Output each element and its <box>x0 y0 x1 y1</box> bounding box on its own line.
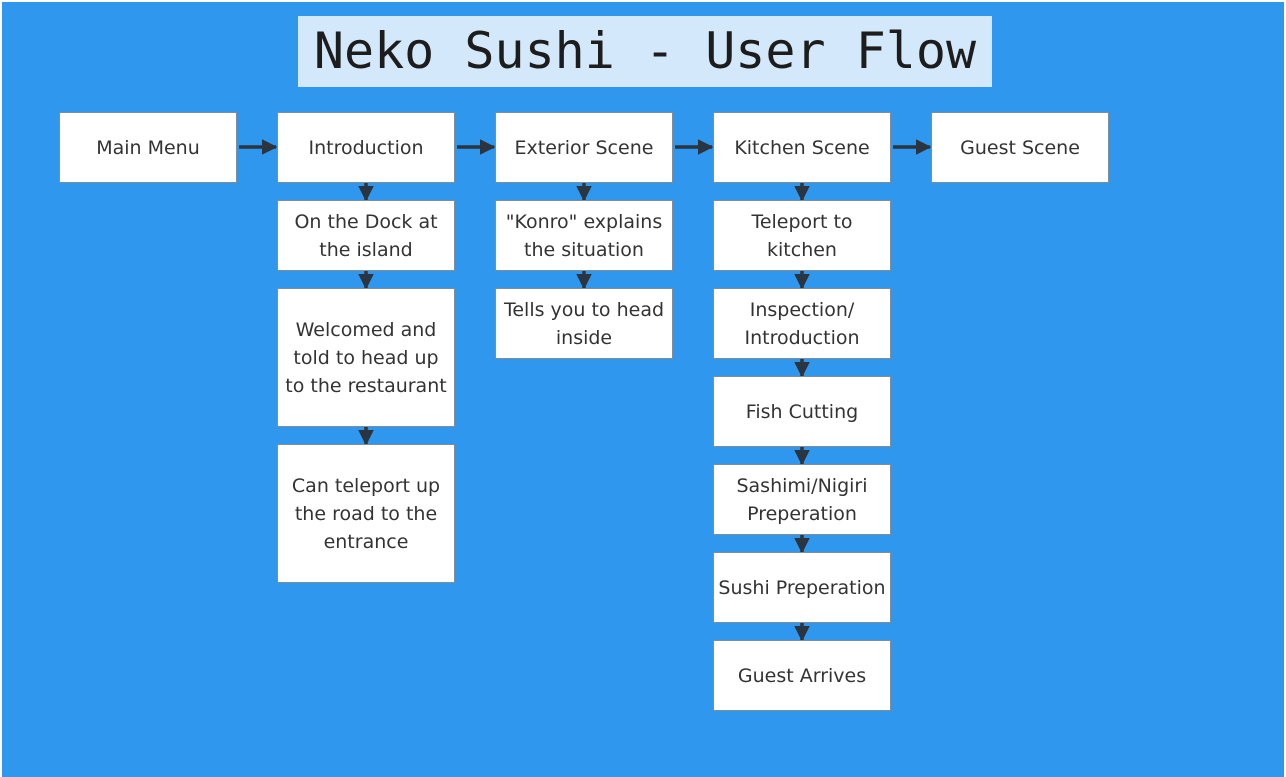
node-exterior-scene: Exterior Scene <box>495 112 673 183</box>
diagram-title: Neko Sushi - User Flow <box>298 16 992 87</box>
node-sushi-preperation: Sushi Preperation <box>713 552 891 623</box>
node-teleport-to-kitchen: Teleport to kitchen <box>713 200 891 271</box>
node-main-menu: Main Menu <box>59 112 237 183</box>
node-kitchen-scene: Kitchen Scene <box>713 112 891 183</box>
node-konro-explains: "Konro" explains the situation <box>495 200 673 271</box>
node-on-the-dock: On the Dock at the island <box>277 200 455 271</box>
node-fish-cutting: Fish Cutting <box>713 376 891 447</box>
node-sashimi-nigiri: Sashimi/Nigiri Preperation <box>713 464 891 535</box>
node-head-inside: Tells you to head inside <box>495 288 673 359</box>
node-guest-scene: Guest Scene <box>931 112 1109 183</box>
node-inspection: Inspection/ Introduction <box>713 288 891 359</box>
node-guest-arrives: Guest Arrives <box>713 640 891 711</box>
node-can-teleport: Can teleport up the road to the entrance <box>277 444 455 583</box>
node-introduction: Introduction <box>277 112 455 183</box>
node-welcomed: Welcomed and told to head up to the rest… <box>277 288 455 427</box>
